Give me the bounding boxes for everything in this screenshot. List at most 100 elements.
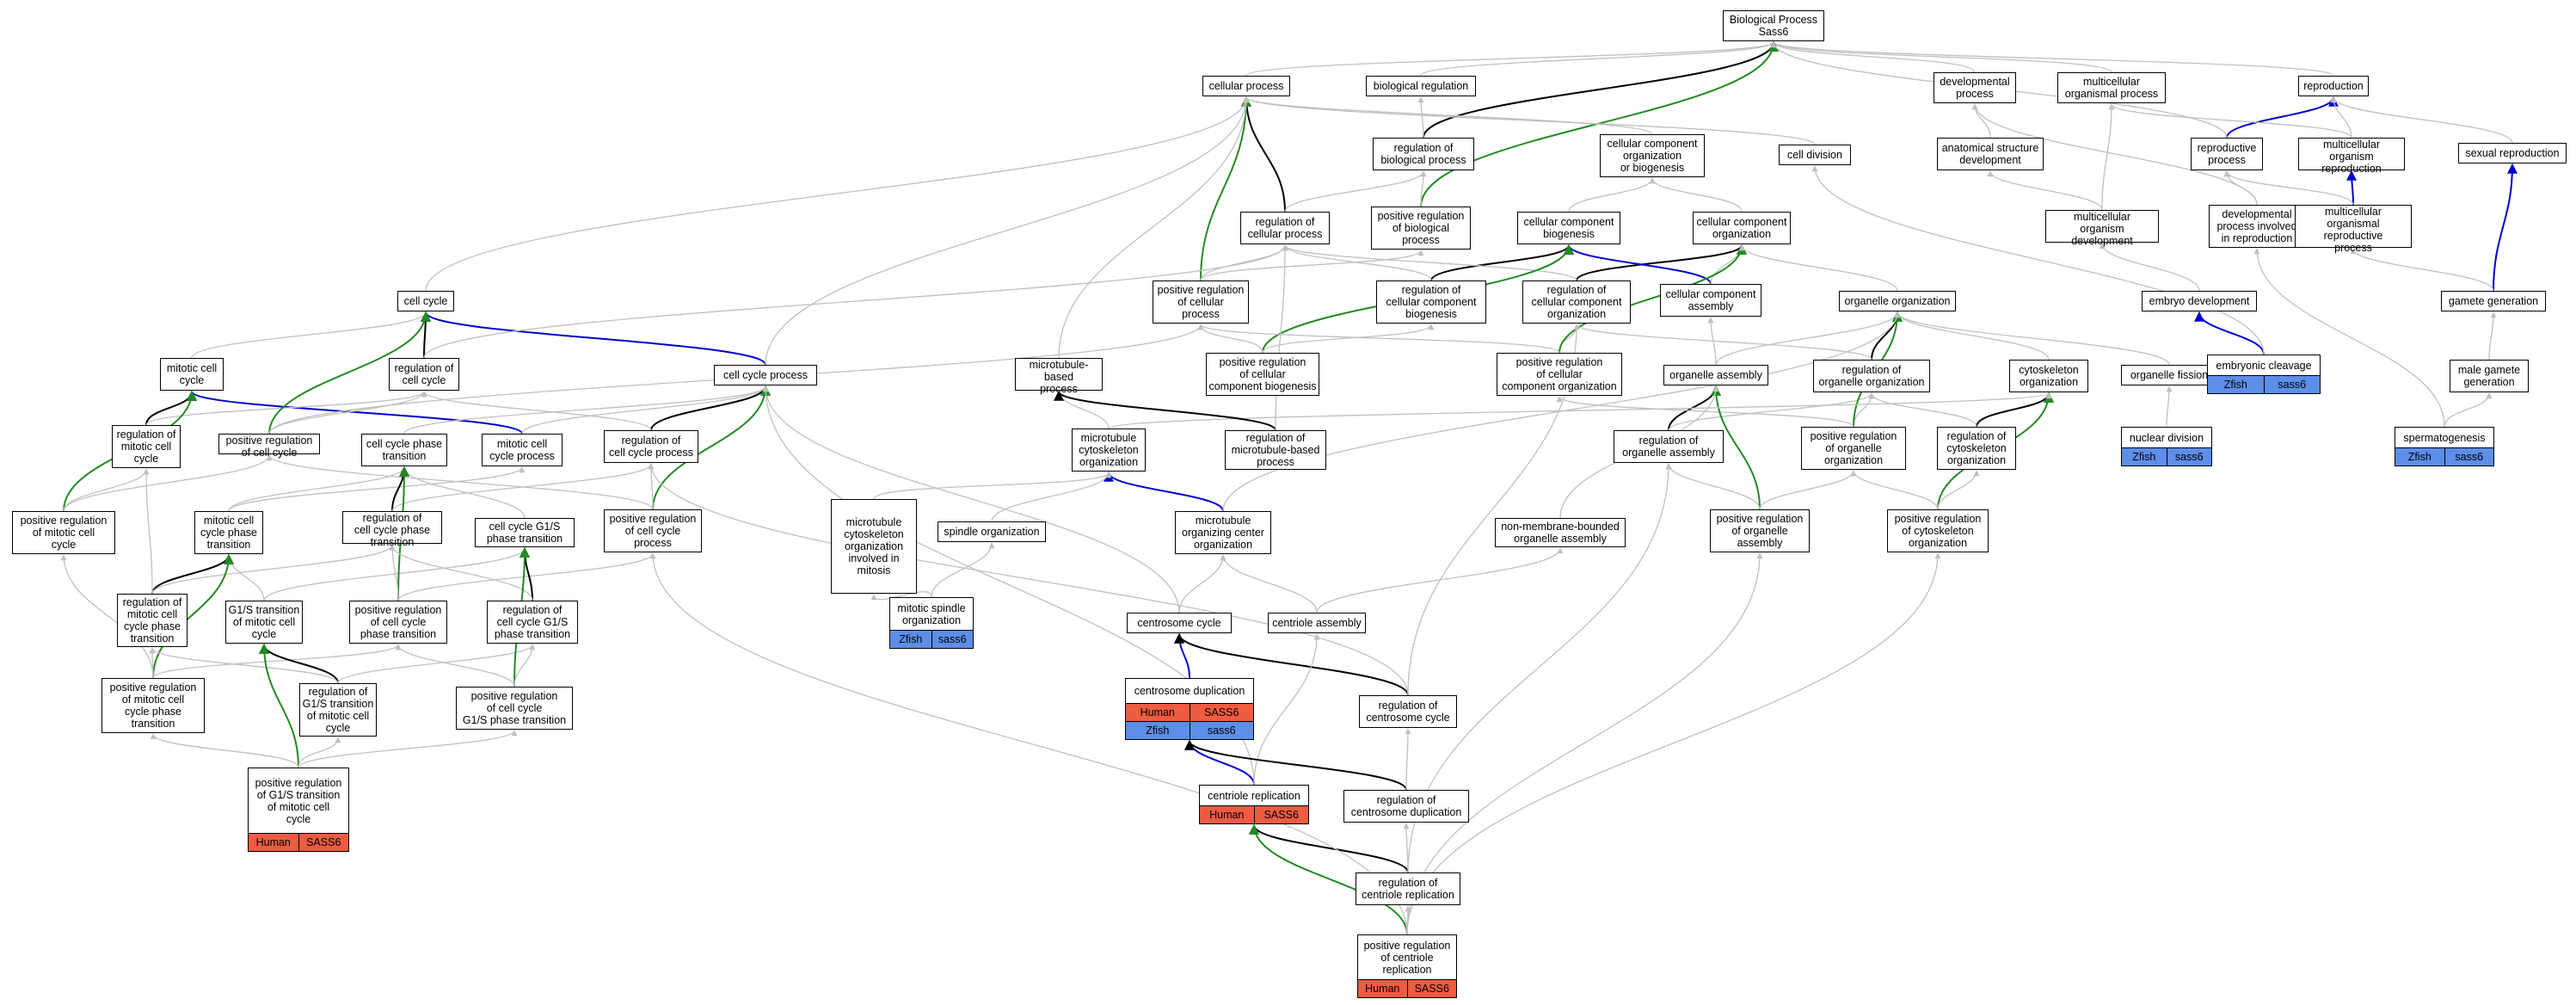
go-term-rbp[interactable]: regulation of biological process bbox=[1373, 138, 1474, 170]
go-term-nmboa[interactable]: non-membrane-bounded organelle assembly bbox=[1495, 518, 1626, 547]
go-term-spo[interactable]: spindle organization bbox=[938, 521, 1046, 542]
go-term-proo[interactable]: positive regulation of organelle organiz… bbox=[1801, 427, 1906, 470]
species-tag: Human bbox=[1358, 980, 1407, 997]
go-term-ccob[interactable]: cellular component organization or bioge… bbox=[1600, 134, 1705, 177]
go-term-mcc[interactable]: mitotic cell cycle bbox=[160, 358, 224, 391]
go-term-ccorg[interactable]: cellular component organization bbox=[1693, 212, 1791, 244]
go-term-proa[interactable]: positive regulation of organelle assembl… bbox=[1710, 509, 1810, 552]
go-term-ccg1s[interactable]: cell cycle G1/S phase transition bbox=[475, 518, 575, 547]
go-term-devp[interactable]: developmental process bbox=[1934, 72, 2016, 103]
go-term-mtoco[interactable]: microtubule organizing center organizati… bbox=[1175, 511, 1271, 554]
go-term-label: regulation of centrosome cycle bbox=[1366, 700, 1450, 724]
go-term-cso[interactable]: cytoskeleton organization bbox=[2009, 360, 2088, 392]
go-term-mccp[interactable]: mitotic cell cycle process bbox=[482, 434, 563, 466]
edge-proa-to-roa bbox=[1665, 463, 1761, 510]
go-term-label: multicellular organism development bbox=[2071, 211, 2133, 247]
go-term-label: regulation of mitotic cell cycle phase t… bbox=[122, 596, 182, 644]
go-term-rg1s[interactable]: regulation of G1/S transition of mitotic… bbox=[299, 683, 377, 737]
go-term-roo[interactable]: regulation of organelle organization bbox=[1813, 360, 1930, 392]
edge-rbp-to-bp bbox=[1423, 40, 1779, 139]
go-term-rcp[interactable]: regulation of cellular process bbox=[1240, 212, 1330, 244]
edge-prmccpt-to-mccpt bbox=[152, 553, 234, 679]
edge-gamgen-to-sexrep bbox=[2493, 163, 2518, 292]
go-term-rccpt[interactable]: regulation of cell cycle phase transitio… bbox=[342, 511, 442, 548]
go-term-rcso[interactable]: regulation of cytoskeleton organization bbox=[1937, 427, 2016, 470]
go-term-rcc[interactable]: regulation of cell cycle bbox=[389, 358, 459, 391]
go-term-prcso[interactable]: positive regulation of cytoskeleton orga… bbox=[1887, 509, 1989, 552]
go-term-g1smcc[interactable]: G1/S transition of mitotic cell cycle bbox=[225, 601, 303, 644]
go-term-prccpt[interactable]: positive regulation of cell cycle phase … bbox=[349, 601, 447, 644]
go-term-prccg1s[interactable]: positive regulation of cell cycle G1/S p… bbox=[456, 687, 573, 730]
go-term-mop[interactable]: multicellular organismal process bbox=[2057, 72, 2166, 103]
go-term-prccp[interactable]: positive regulation of cell cycle proces… bbox=[604, 509, 702, 552]
go-term-ccpt[interactable]: cell cycle phase transition bbox=[361, 434, 447, 466]
go-term-csc[interactable]: centrosome cycle bbox=[1127, 613, 1232, 633]
go-term-mgg[interactable]: male gamete generation bbox=[2450, 360, 2529, 392]
go-term-mccpt[interactable]: mitotic cell cycle phase transition bbox=[194, 511, 263, 554]
go-term-label: organelle organization bbox=[1844, 295, 1951, 307]
go-term-mtoim[interactable]: microtubule cytoskeleton organization in… bbox=[831, 499, 917, 594]
go-term-rcsc[interactable]: regulation of centrosome cycle bbox=[1359, 695, 1457, 728]
go-term-bp[interactable]: Biological Process Sass6 bbox=[1723, 10, 1824, 41]
go-term-mtco[interactable]: microtubule cytoskeleton organization bbox=[1072, 429, 1146, 472]
go-term-prcp[interactable]: positive regulation of cellular process bbox=[1153, 281, 1249, 324]
go-term-rcco[interactable]: regulation of cellular component organiz… bbox=[1522, 281, 1631, 324]
go-term-label: mitotic cell cycle bbox=[166, 362, 218, 386]
go-term-label: mitotic spindle organization bbox=[897, 601, 966, 626]
go-term-prcr[interactable]: positive regulation of centriole replica… bbox=[1357, 934, 1457, 998]
go-term-prg1s[interactable]: positive regulation of G1/S transition o… bbox=[248, 768, 349, 852]
go-term-celldiv[interactable]: cell division bbox=[1779, 145, 1851, 165]
edge-prccp-to-prcc bbox=[266, 454, 654, 510]
go-term-mod[interactable]: multicellular organism development bbox=[2045, 210, 2159, 247]
go-term-embdev[interactable]: embryo development bbox=[2142, 291, 2257, 311]
species-tag: Human bbox=[249, 834, 298, 851]
go-term-oo[interactable]: organelle organization bbox=[1839, 291, 1956, 311]
go-term-oa[interactable]: organelle assembly bbox=[1663, 365, 1768, 385]
edge-mccpt-to-ccpt bbox=[228, 466, 408, 512]
go-term-rccb[interactable]: regulation of cellular component biogene… bbox=[1376, 281, 1486, 324]
go-term-sexrep[interactable]: sexual reproduction bbox=[2458, 143, 2567, 163]
go-term-roa[interactable]: regulation of organelle assembly bbox=[1614, 430, 1724, 463]
go-term-cc[interactable]: cell cycle bbox=[397, 291, 454, 311]
go-term-prbp[interactable]: positive regulation of biological proces… bbox=[1371, 207, 1471, 250]
edge-rcr-to-cr bbox=[1249, 823, 1409, 873]
go-term-asd[interactable]: anatomical structure development bbox=[1937, 138, 2044, 170]
go-term-rcsd[interactable]: regulation of centrosome duplication bbox=[1343, 790, 1469, 823]
go-term-prcco[interactable]: positive regulation of cellular componen… bbox=[1497, 353, 1622, 396]
go-term-ccp[interactable]: cell cycle process bbox=[714, 365, 817, 385]
go-term-rmccpt[interactable]: regulation of mitotic cell cycle phase t… bbox=[117, 594, 188, 647]
go-term-dpir[interactable]: developmental process involved in reprod… bbox=[2209, 205, 2305, 248]
edge-cp-to-bp bbox=[1245, 41, 1777, 77]
go-term-rccg1s[interactable]: regulation of cell cycle G1/S phase tran… bbox=[487, 601, 578, 644]
go-term-rcr[interactable]: regulation of centriole replication bbox=[1356, 872, 1460, 905]
edge-rccg1s-to-ccg1s bbox=[520, 546, 533, 601]
go-term-ccbio[interactable]: cellular component biogenesis bbox=[1517, 212, 1620, 244]
go-term-prmcc[interactable]: positive regulation of mitotic cell cycl… bbox=[12, 511, 115, 554]
go-term-rmbp[interactable]: regulation of microtubule-based process bbox=[1225, 430, 1326, 470]
go-term-prccb[interactable]: positive regulation of cellular componen… bbox=[1206, 353, 1319, 396]
go-term-rccp[interactable]: regulation of cell cycle process bbox=[604, 430, 698, 463]
go-term-label: mitotic cell cycle phase transition bbox=[200, 515, 257, 551]
go-term-repro[interactable]: reproduction bbox=[2298, 76, 2369, 96]
go-term-rp[interactable]: reproductive process bbox=[2191, 138, 2263, 170]
go-term-rmcc[interactable]: regulation of mitotic cell cycle bbox=[112, 425, 181, 468]
go-term-prcc[interactable]: positive regulation of cell cycle bbox=[218, 434, 320, 459]
go-term-ca[interactable]: centriole assembly bbox=[1268, 613, 1366, 633]
go-term-of[interactable]: organelle fission bbox=[2121, 365, 2217, 385]
go-term-breg[interactable]: biological regulation bbox=[1366, 76, 1476, 96]
go-term-gamgen[interactable]: gamete generation bbox=[2441, 291, 2546, 311]
go-term-cp[interactable]: cellular process bbox=[1202, 76, 1290, 96]
go-term-mbp[interactable]: microtubule-based process bbox=[1015, 358, 1103, 395]
go-term-morp[interactable]: multicellular organismal reproductive pr… bbox=[2295, 205, 2412, 254]
go-term-label: positive regulation of organelle assembl… bbox=[1716, 513, 1804, 549]
go-term-prmccpt[interactable]: positive regulation of mitotic cell cycl… bbox=[101, 678, 205, 733]
go-term-mor[interactable]: multicellular organism reproduction bbox=[2298, 138, 2405, 175]
go-term-cca[interactable]: cellular component assembly bbox=[1660, 284, 1761, 317]
